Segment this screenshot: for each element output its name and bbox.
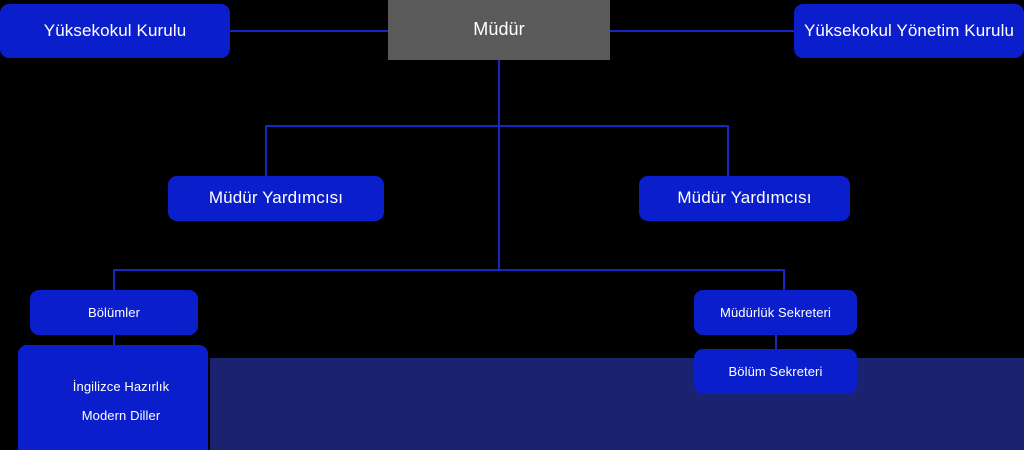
connector-bottom-bus xyxy=(113,269,785,271)
connector-bolumler-to-liste xyxy=(113,334,115,346)
node-mudur-yardimcisi-2-label: Müdür Yardımcısı xyxy=(677,188,812,208)
node-bolumler[interactable]: Bölümler xyxy=(30,290,198,335)
node-yuksekokul-kurulu[interactable]: Yüksekokul Kurulu xyxy=(0,4,230,58)
node-mudur-yardimcisi-1[interactable]: Müdür Yardımcısı xyxy=(168,176,384,221)
node-mudur[interactable]: Müdür xyxy=(388,0,610,60)
node-bolumler-label: Bölümler xyxy=(87,304,141,320)
connector-trunk-vertical xyxy=(498,60,500,271)
connector-deputy-left-drop xyxy=(265,125,267,176)
node-mudurluk-sekreteri[interactable]: Müdürlük Sekreteri xyxy=(694,290,857,335)
node-bolum-sekreteri-label: Bölüm Sekreteri xyxy=(728,363,823,379)
node-yuksekokul-yonetim-kurulu[interactable]: Yüksekokul Yönetim Kurulu xyxy=(794,4,1024,58)
connector-deputy-right-drop xyxy=(727,125,729,176)
connector-mudur-to-yuksekokul-kurulu xyxy=(230,30,388,32)
node-mudurluk-sekreteri-label: Müdürlük Sekreteri xyxy=(720,304,831,320)
node-bolum-listesi-line-2: Modern Diller xyxy=(81,408,161,423)
navy-background-band xyxy=(210,358,1024,450)
connector-deputy-bus xyxy=(265,125,728,127)
node-yuksekokul-yonetim-kurulu-label: Yüksekokul Yönetim Kurulu xyxy=(803,20,1015,40)
node-mudur-yardimcisi-2[interactable]: Müdür Yardımcısı xyxy=(639,176,850,221)
node-bolum-listesi[interactable]: İngilizce Hazırlık Modern Diller xyxy=(18,345,208,450)
node-mudur-yardimcisi-1-label: Müdür Yardımcısı xyxy=(208,188,344,208)
connector-bottom-left-drop xyxy=(113,269,115,290)
connector-bottom-right-drop xyxy=(783,269,785,290)
node-bolum-sekreteri[interactable]: Bölüm Sekreteri xyxy=(694,349,857,394)
node-yuksekokul-kurulu-label: Yüksekokul Kurulu xyxy=(43,20,187,40)
connector-mudur-to-yonetim-kurulu xyxy=(610,30,794,32)
node-mudur-label: Müdür xyxy=(473,19,525,40)
node-bolum-listesi-line-1: İngilizce Hazırlık xyxy=(72,378,170,394)
connector-mudurluk-to-bolum-sekreteri xyxy=(775,335,777,350)
